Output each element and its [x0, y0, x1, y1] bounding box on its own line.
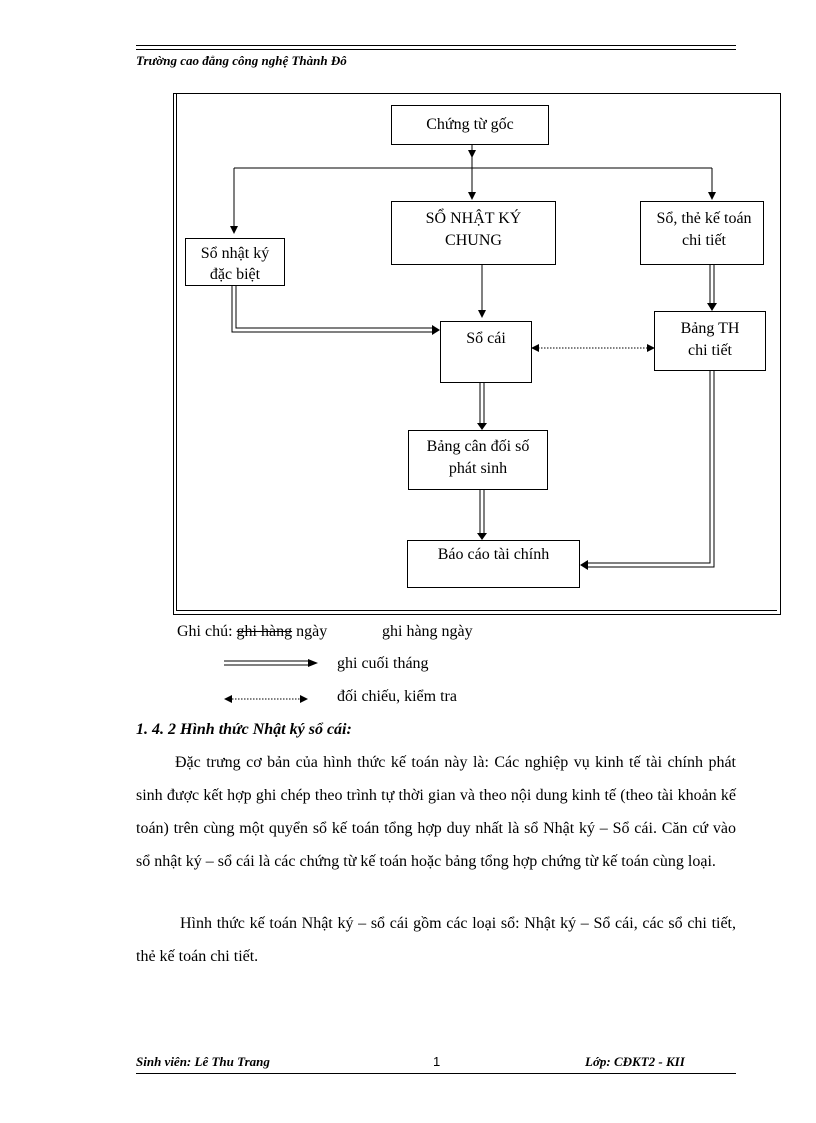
legend-monthly: ghi cuối tháng	[337, 655, 429, 672]
footer-student: Sinh viên: Lê Thu Trang	[136, 1054, 270, 1069]
box-so-the-ke-toan-chi-tiet-label: Sổ, thẻ kế toán chi tiết	[656, 210, 752, 249]
box-so-nhat-ky-chung: SỔ NHẬT KÝ CHUNG	[391, 201, 556, 265]
line-th-1	[586, 371, 711, 564]
header-school: Trường cao đẳng công nghệ Thành Đô	[136, 53, 347, 68]
box-chung-tu-goc-label: Chứng từ gốc	[426, 116, 514, 133]
line-dac-biet-2	[235, 286, 432, 329]
legend-strike-text: ghi hàng	[236, 623, 293, 640]
line-th-2	[586, 371, 715, 568]
box-so-cai-label: Sổ cái	[466, 330, 506, 347]
box-so-cai: Sổ cái	[440, 321, 532, 383]
arrowhead-bcd	[477, 533, 487, 540]
paragraph-2-text: Hình thức kế toán Nhật ký – sổ cái gồm c…	[136, 915, 736, 965]
diagram-frame	[173, 93, 781, 615]
box-so-the-ke-toan-chi-tiet: Sổ, thẻ kế toán chi tiết	[640, 201, 764, 265]
diagram-frame-inner	[176, 93, 777, 611]
legend-tail-text: ngày	[296, 623, 328, 640]
box-bang-th-chi-tiet: Bảng TH chi tiết	[654, 311, 766, 371]
section-title: 1. 4. 2 Hình thức Nhật ký sổ cái:	[136, 721, 352, 738]
box-so-nhat-ky-dac-biet: Sổ nhật ký đặc biệt	[185, 238, 285, 286]
box-so-nhat-ky-dac-biet-label: Sổ nhật ký đặc biệt	[200, 245, 270, 283]
box-so-nhat-ky-chung-label: SỔ NHẬT KÝ CHUNG	[425, 210, 522, 249]
header-rule-top	[136, 45, 736, 46]
legend-arrowhead-left	[224, 695, 232, 703]
box-bao-cao-tai-chinh: Báo cáo tài chính	[407, 540, 580, 588]
line-dac-biet-1	[231, 286, 432, 333]
paragraph-1: Đặc trưng cơ bản của hình thức kế toán n…	[136, 746, 736, 878]
header-rule-second	[136, 49, 736, 50]
arrowhead-dac-biet	[432, 325, 440, 335]
box-bang-can-doi-so-phat-sinh-label: Bảng cân đối số phát sinh	[426, 438, 530, 477]
legend-prefix: Ghi chú: ghi hàng ngày	[177, 623, 327, 641]
box-bao-cao-tai-chinh-label: Báo cáo tài chính	[437, 546, 550, 563]
legend-daily: ghi hàng ngày	[382, 623, 473, 640]
legend-arrowhead-right	[300, 695, 308, 703]
legend-prefix-text: Ghi chú:	[177, 623, 233, 640]
box-bang-can-doi-so-phat-sinh: Bảng cân đối số phát sinh	[408, 430, 548, 490]
footer-class: Lớp: CĐKT2 - KII	[585, 1054, 685, 1069]
page-number: 1	[433, 1054, 441, 1069]
arrowhead-sc	[477, 423, 487, 430]
paragraph-2: Hình thức kế toán Nhật ký – sổ cái gồm c…	[136, 907, 736, 973]
legend-arrowhead-monthly	[308, 659, 318, 667]
arrowhead-ct	[707, 303, 717, 311]
paragraph-1-text: Đặc trưng cơ bản của hình thức kế toán n…	[136, 754, 736, 870]
box-chung-tu-goc: Chứng từ gốc	[391, 105, 549, 145]
box-bang-th-chi-tiet-label: Bảng TH chi tiết	[680, 320, 740, 359]
arrowhead-th	[580, 560, 588, 570]
footer-rule	[136, 1073, 736, 1074]
legend-reconcile: đối chiếu, kiểm tra	[337, 688, 457, 705]
